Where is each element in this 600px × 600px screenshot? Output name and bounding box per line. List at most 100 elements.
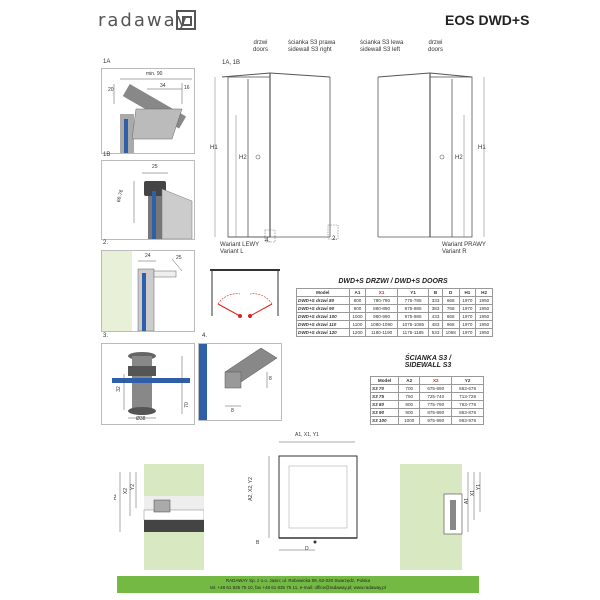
dim-24: 24 <box>145 253 151 259</box>
right-wall-label-pl: ścianka S3 lewa <box>360 40 404 46</box>
detail-4: 8 8 <box>198 343 282 421</box>
br-x1: X1 <box>470 489 477 497</box>
table-cell: DWD+S drzwi 80 <box>296 296 350 305</box>
table-cell: 875-885 <box>396 304 430 313</box>
table-cell: 663-678 <box>451 384 484 393</box>
table-cell: S3 80 <box>369 400 400 409</box>
table-cell: 780-790 <box>365 296 398 305</box>
br-y1: Y1 <box>476 483 483 491</box>
right-dim-h2-label: H2 <box>455 155 463 161</box>
dim-h1-label: H1 <box>210 145 218 151</box>
plan-dim-d: D <box>305 546 309 552</box>
table-cell: 1950 <box>475 328 493 337</box>
right-dim-h1-label: H1 <box>478 145 486 151</box>
table-cell: 800 <box>398 400 421 409</box>
shower-right-svg <box>377 72 485 238</box>
detail-1b-ref: 1B <box>103 152 111 158</box>
column-header: H2 <box>475 288 493 297</box>
variant-right-pl: Wariant PRAWY <box>442 242 486 248</box>
detail-4-svg <box>199 344 278 420</box>
plan-view-svg <box>268 441 358 551</box>
variant-right-drawing: ścianka S3 lewa sidewall S3 left drzwi d… <box>360 40 490 260</box>
right-door-label-en: doors <box>428 47 444 53</box>
column-header: D <box>441 288 460 297</box>
column-header: Model <box>296 288 350 297</box>
door-swing-svg <box>210 269 280 318</box>
variant-left-en: Variant L <box>220 249 244 255</box>
table-cell: 333 <box>428 296 443 305</box>
bottom-left-detail-svg <box>119 464 204 570</box>
table-cell: 1100 <box>348 320 367 329</box>
table-cell: 383 <box>428 304 443 313</box>
walls-title-en: SIDEWALL S3 <box>404 362 452 369</box>
table-cell: 880-890 <box>365 304 398 313</box>
door-label-pl: drzwi <box>253 40 268 46</box>
table-cell: 725-740 <box>419 392 453 401</box>
detail-3: 32 70 Ø38 <box>101 343 195 425</box>
shower-left-svg <box>214 72 339 243</box>
table-cell: DWD+S drzwi 120 <box>296 328 350 337</box>
plan-view: A1, X1, Y1 A2, X2, Y2 B D <box>248 428 385 568</box>
table-cell: 1200 <box>348 328 367 337</box>
table-cell: 863-878 <box>451 408 484 417</box>
plan-side-dims: A2, X2, Y2 <box>247 477 254 501</box>
table-cell: S3 75 <box>369 392 400 401</box>
table-cell: 875-890 <box>419 408 453 417</box>
dim-16: 16 <box>184 85 190 91</box>
table-cell: 700 <box>398 384 421 393</box>
dim-25: 25 <box>152 164 158 170</box>
table-cell: 433 <box>428 312 443 321</box>
table-cell: 1180-1190 <box>365 328 398 337</box>
table-cell: 1970 <box>458 304 477 313</box>
table-cell: 1950 <box>475 296 493 305</box>
table-cell: DWD+S drzwi 90 <box>296 304 350 313</box>
right-door-label-pl: drzwi <box>428 40 443 46</box>
table-cell: DWD+S drzwi 100 <box>296 312 350 321</box>
detail-4-ref: 4. <box>202 333 208 339</box>
table-cell: 1950 <box>475 304 493 313</box>
table-cell: 1075-1085 <box>396 320 430 329</box>
plan-dim-b: B <box>256 540 260 546</box>
table-cell: S3 90 <box>369 408 400 417</box>
table-cell: 1950 <box>475 312 493 321</box>
column-header: A2 <box>398 376 421 385</box>
table-cell: 483 <box>428 320 443 329</box>
table-cell: 775-785 <box>396 296 430 305</box>
table-cell: 713-728 <box>451 392 484 401</box>
footer-bar: RADAWAY Sp. z o.o. Jasin; ul. Robowicka … <box>117 576 479 593</box>
bl-x2: X2 <box>123 487 130 495</box>
detail-2: 24 25 <box>101 250 195 332</box>
table-cell: S3 70 <box>369 384 400 393</box>
table-cell: 768 <box>441 304 460 313</box>
column-header: A1 <box>348 288 367 297</box>
detail-1b: 25 66-76 <box>101 160 195 240</box>
table-cell: DWD+S drzwi 110 <box>296 320 350 329</box>
column-header: Y1 <box>396 288 430 297</box>
table-cell: 968 <box>441 320 460 329</box>
table-cell: 763-778 <box>451 400 484 409</box>
doors-table-title: DWD+S DRZWI / DWD+S DOORS <box>338 278 448 285</box>
detail-1a: min. 90 20 34 16 <box>101 68 195 154</box>
plan-top-dims: A1, X1, Y1 <box>295 432 319 438</box>
wall-label-pl: ścianka S3 prawa <box>288 40 336 46</box>
table-cell: 1000 <box>398 416 421 425</box>
variant-left-drawing: drzwi doors ścianka S3 prawa sidewall S3… <box>210 40 340 260</box>
dim-25-b: 25 <box>176 255 182 261</box>
table-cell: 750 <box>398 392 421 401</box>
walls-title-pl: ŚCIANKA S3 / <box>404 355 452 362</box>
table-cell: 668 <box>441 296 460 305</box>
dim-20: 20 <box>108 87 114 93</box>
column-header: Model <box>369 376 400 385</box>
footer-contact: tel. +48 61 835 75 10, fax +48 61 835 75… <box>210 585 386 590</box>
table-cell: 975-985 <box>396 312 430 321</box>
door-swing-diagram <box>200 264 285 326</box>
logo-square-icon <box>176 10 196 30</box>
column-header: B <box>428 288 443 297</box>
